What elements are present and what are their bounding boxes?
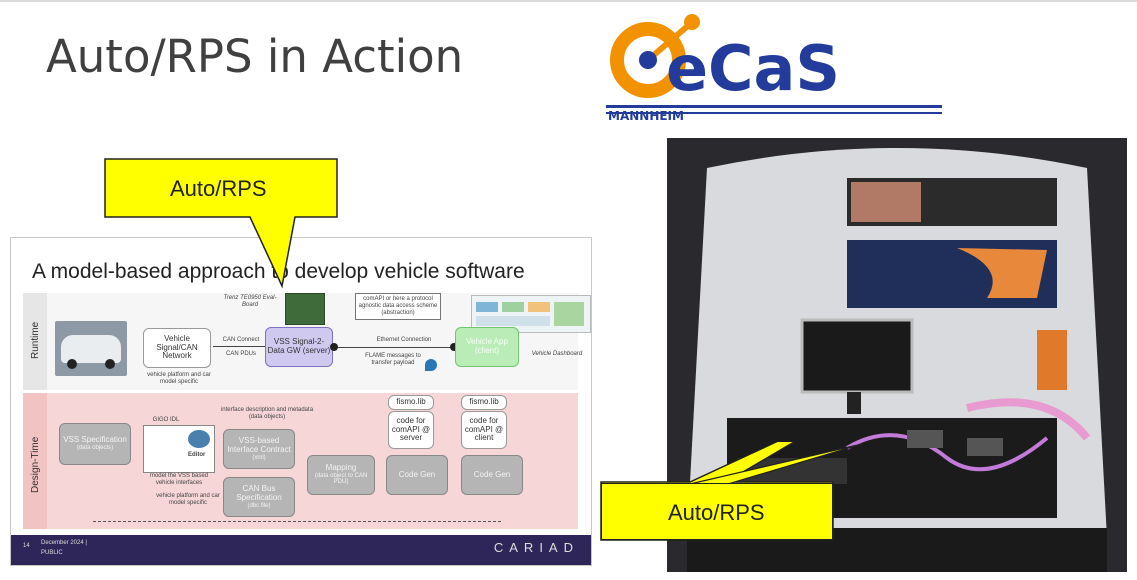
- ethernet-line: [335, 347, 453, 348]
- logo-underline-2: [606, 112, 942, 114]
- vss-interface-sub: (xml): [252, 454, 266, 461]
- comapi-note: comAPI or here a protocol agnostic data …: [355, 293, 441, 320]
- can-bus-spec-box: CAN Bus Specification (dbc file): [223, 477, 295, 517]
- can-connection-line: [213, 346, 265, 347]
- eval-board: [907, 430, 943, 448]
- can-pdus-label: CAN PDUs: [225, 351, 256, 357]
- top-divider: [0, 0, 1137, 2]
- frame-messages-label: FLAME messages to transfer payload: [365, 353, 421, 366]
- design-time-band: Design-Time VSS Specification (data obje…: [23, 393, 578, 529]
- curved-screen-graphic: [957, 248, 1047, 298]
- board-label: Trenz TE0950 Eval-Board: [223, 295, 277, 308]
- eval-board-image: [285, 293, 325, 325]
- slide-footer-classification: PUBLIC: [41, 550, 63, 556]
- fismo-lib-server: fismo.lib: [388, 395, 434, 410]
- right-callout-pointer-tip: [689, 443, 863, 485]
- slide-footer-date: December 2024 |: [41, 540, 87, 546]
- can-connect-label: CAN Connect: [222, 337, 260, 343]
- editor-screenshot: Editor: [143, 425, 215, 473]
- vss-interface-label: VSS-based Interface Contract: [227, 435, 291, 454]
- gigo-label: GIGO IDL: [152, 417, 180, 423]
- monitor: [800, 318, 914, 394]
- vehicle-signal-network-box: Vehicle Signal/CAN Network: [143, 328, 211, 368]
- mapping-sub: (data object to CAN PDU): [314, 472, 368, 486]
- logo-node-dot: [684, 14, 700, 30]
- logo-wordmark: eCaS: [666, 32, 840, 105]
- upper-screen-content: [851, 182, 921, 222]
- flame-icon: [425, 359, 437, 371]
- page-title: Auto/RPS in Action: [46, 30, 464, 83]
- platform-note: vehicle platform and car model specific: [156, 493, 220, 506]
- dashboard-map: [554, 302, 584, 326]
- monitor-stand: [847, 392, 861, 414]
- code-client-box: code for comAPI @ client: [461, 411, 507, 449]
- dashboard-widget: [476, 302, 498, 312]
- dashboard-chart: [476, 316, 550, 326]
- code-gen-server: Code Gen: [386, 455, 448, 495]
- vehicle-photo: [55, 321, 127, 376]
- embedded-slide: A model-based approach to develop vehicl…: [10, 237, 592, 566]
- slide-page-number: 14: [23, 543, 30, 549]
- logo-c-ring: [610, 22, 686, 98]
- code-gen-client: Code Gen: [461, 455, 523, 495]
- vehicle-trunk-illustration: [667, 138, 1127, 572]
- app-port-dot: [450, 343, 458, 351]
- vehicle-wheel: [67, 359, 77, 369]
- mapping-box: Mapping (data object to CAN PDU): [307, 455, 375, 495]
- left-callout-label: Auto/RPS: [170, 176, 267, 201]
- orange-device: [1037, 330, 1067, 390]
- interface-note: interface description and metadata (data…: [220, 407, 314, 420]
- right-callout-box: [601, 483, 833, 540]
- vss-interface-box: VSS-based Interface Contract (xml): [223, 429, 295, 469]
- dashboard-image: [471, 295, 591, 333]
- slide-footer: 14 December 2024 | PUBLIC CARIAD: [11, 535, 591, 565]
- editor-label: Editor: [188, 452, 206, 458]
- gateway-port-dot: [330, 343, 338, 351]
- dashboard-widget: [502, 302, 524, 312]
- code-server-box: code for comAPI @ server: [388, 411, 434, 449]
- logo-underline: [606, 105, 942, 108]
- dashboard-label: Vehicle Dashboard: [531, 351, 583, 357]
- vehicle-platform-note: vehicle platform and car model specific: [147, 372, 211, 385]
- vss-spec-label: VSS Specification: [63, 435, 127, 445]
- vehicle-app-box: Vehicle App (client): [455, 327, 519, 367]
- left-callout-bubble: [104, 158, 338, 289]
- runtime-label-strip: Runtime: [23, 293, 47, 390]
- ethernet-connection-label: Ethernet Connection: [376, 337, 432, 343]
- logo-link-line: [646, 21, 692, 63]
- runtime-band: Runtime Vehicle Signal/CAN Network vehic…: [23, 293, 591, 390]
- vss-spec-sub: (data objects): [76, 445, 114, 452]
- vehicle-body: [61, 335, 121, 363]
- purple-cable: [845, 433, 1049, 472]
- eval-board: [967, 438, 1003, 456]
- right-callout-pointer: [689, 443, 863, 485]
- left-callout-shape: [104, 158, 338, 289]
- can-bus-spec-label: CAN Bus Specification: [236, 483, 282, 502]
- mapping-label: Mapping: [325, 463, 357, 472]
- vehicle-wheel: [105, 359, 115, 369]
- editor-logo: [188, 430, 210, 448]
- dashboard-widget: [528, 302, 550, 312]
- logo-center-dot: [639, 51, 657, 69]
- pink-hose: [966, 398, 1091, 441]
- design-time-label-strip: Design-Time: [23, 393, 47, 529]
- cecas-logo: eCaS MANNHEIM: [606, 14, 942, 122]
- design-flow-dashed-line: [93, 521, 501, 522]
- runtime-label: Runtime: [30, 321, 41, 359]
- design-time-label: Design-Time: [30, 436, 41, 493]
- cariad-wordmark: CARIAD: [493, 540, 579, 555]
- can-bus-spec-sub: (dbc file): [247, 502, 271, 509]
- fismo-lib-client: fismo.lib: [461, 395, 507, 410]
- right-callout-label: Auto/RPS: [668, 500, 765, 525]
- logo-subtitle: MANNHEIM: [608, 109, 684, 122]
- model-note: model the VSS based vehicle interfaces: [149, 473, 209, 486]
- vss-gateway-box: VSS Signal-2-Data GW (server): [265, 327, 333, 367]
- vss-spec-box: VSS Specification (data objects): [59, 423, 131, 465]
